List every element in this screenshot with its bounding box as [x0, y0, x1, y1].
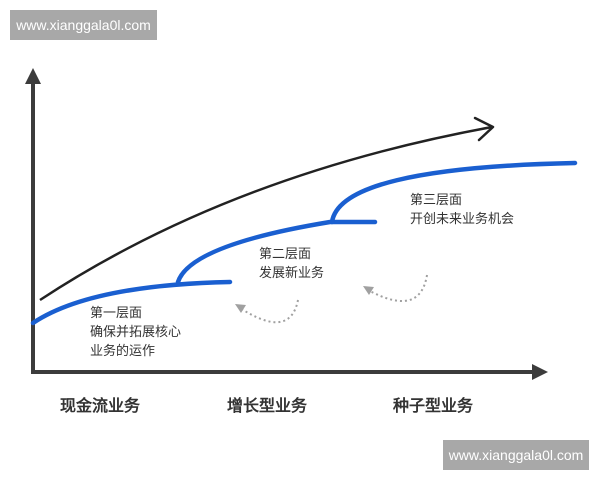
x-category-cash-flow: 现金流业务: [60, 396, 141, 415]
x-category-seed: 种子型业务: [393, 396, 474, 415]
layer-1-desc-line1: 确保并拓展核心: [90, 325, 182, 340]
dotted-arrow-1: [239, 299, 299, 324]
layer-2-desc: 发展新业务: [259, 266, 325, 281]
layer-2-label: 第二层面 发展新业务: [259, 245, 324, 283]
y-axis-arrowhead-icon: [25, 68, 41, 84]
layer-2-title: 第二层面: [259, 247, 312, 262]
x-axis-arrowhead-icon: [532, 364, 548, 380]
dotted-arrow-2: [367, 274, 428, 303]
transition-arrows: [239, 274, 428, 324]
growth-trend-arrow: [39, 116, 495, 302]
dotted-arrowhead-1-icon: [235, 304, 246, 313]
x-category-growth: 增长型业务: [227, 396, 308, 415]
layer-3-label: 第三层面 开创未来业务机会: [410, 191, 514, 229]
trend-arrowhead-icon: [473, 116, 495, 142]
horizon-3-curve: [329, 160, 578, 225]
watermark-bottom: www.xianggala0l.com: [443, 440, 589, 470]
layer-1-label: 第一层面 确保并拓展核心 业务的运作: [90, 304, 181, 361]
layer-1-desc-line2: 业务的运作: [90, 344, 156, 359]
layer-3-desc: 开创未来业务机会: [410, 212, 515, 227]
watermark-top: www.xianggala0l.com: [10, 10, 157, 40]
layer-3-title: 第三层面: [410, 193, 463, 208]
horizon-2-curve: [175, 219, 378, 285]
dotted-arrowhead-2-icon: [363, 286, 374, 295]
layer-1-title: 第一层面: [90, 306, 143, 321]
horizon-1-curve: [30, 279, 233, 326]
